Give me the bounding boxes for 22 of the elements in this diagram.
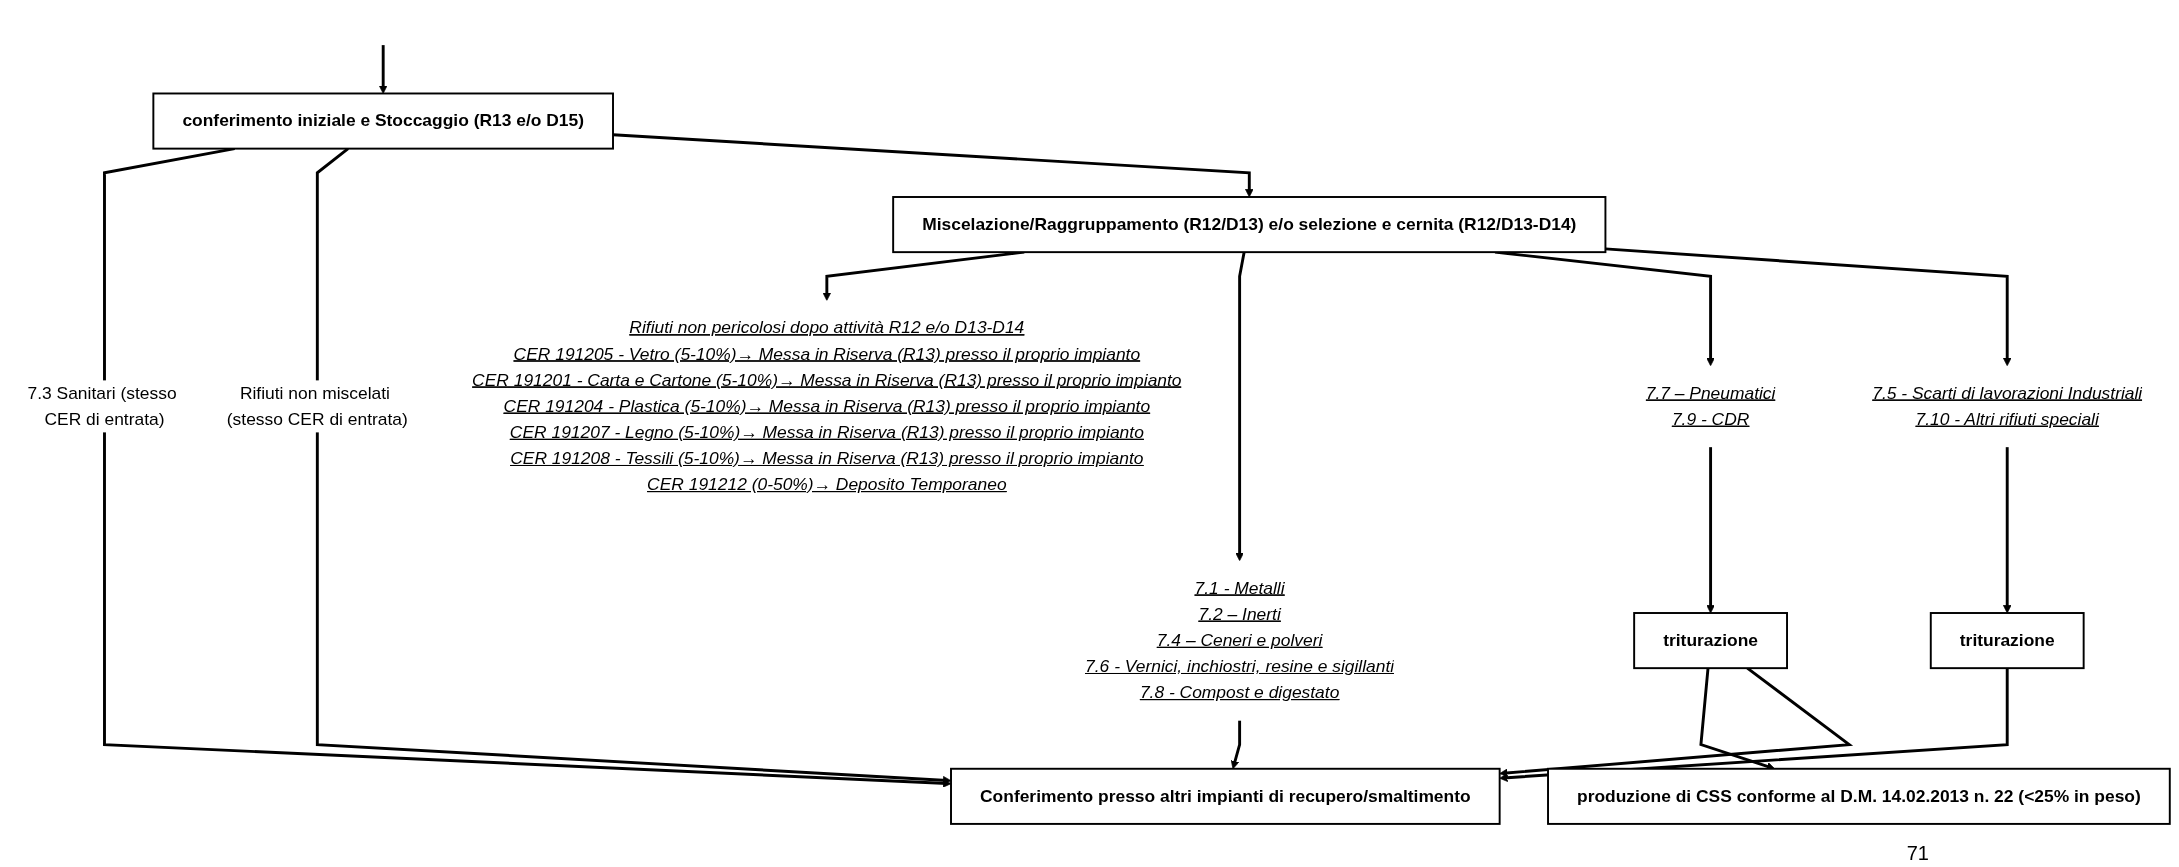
node-text: Rifiuti non pericolosi dopo attività R12 e/o D13-D14 CER 191205 - Vetro (5-10%)→ Messa in Riserva (R13) presso il proprio impianto CER 191201 - Carta e Cartone (5-10%)→ Messa in Riserva (R13) presso il proprio impianto CER 191204 - Plastica (5-10%)→ Messa in Riserva (R13) presso il proprio impianto CER 191207 - Legno (5-10%)→ Messa in Riserva (R13) presso il proprio impianto CER 191208 - Tessili (5-10%)→ Messa in Riserva (R13) presso il proprio impianto CER 191212 (0-50%)→ Deposito Temporaneo (472, 317, 1182, 495)
node-box: conferimento iniziale e Stoccaggio (R13 e/o D15) (152, 92, 614, 150)
arrow (1499, 667, 1854, 778)
arrow (378, 45, 388, 94)
edge-label: 7.3 Sanitari (stesso CER di entrata) (27, 383, 177, 429)
arrow (1235, 251, 1246, 562)
arrow (1230, 720, 1242, 770)
arrow (103, 147, 952, 788)
node-text: 7.7 – Pneumatici 7.9 - CDR (1645, 383, 1776, 429)
edge-label: Rifiuti non miscelati (stesso CER di entrata) (226, 383, 408, 429)
node-box: Conferimento presso altri impianti di recupero/smaltimento (950, 767, 1501, 825)
arrow (315, 147, 952, 785)
node-text: 7.5 - Scarti di lavorazioni Industriali 7.10 - Altri rifiuti speciali (1872, 383, 2143, 429)
node-box: produzione di CSS conforme al D.M. 14.02.2013 n. 22 (<25% in peso) (1547, 767, 2171, 825)
arrow (1605, 247, 2012, 367)
node-box: triturazione (1633, 612, 1788, 670)
node-box: triturazione (1929, 612, 2085, 670)
node-text: 7.1 - Metalli 7.2 – Inerti 7.4 – Ceneri e polveri 7.6 - Vernici, inchiostri, resine e sigillanti 7.8 - Compost e digestato (1085, 578, 1395, 703)
arrow (2002, 447, 2012, 614)
node-box: Miscelazione/Raggruppamento (R12/D13) e/o selezione e cernita (R12/D13-D14) (892, 196, 1607, 254)
arrow (1706, 447, 1715, 614)
page-number: 71 (1906, 842, 1929, 864)
